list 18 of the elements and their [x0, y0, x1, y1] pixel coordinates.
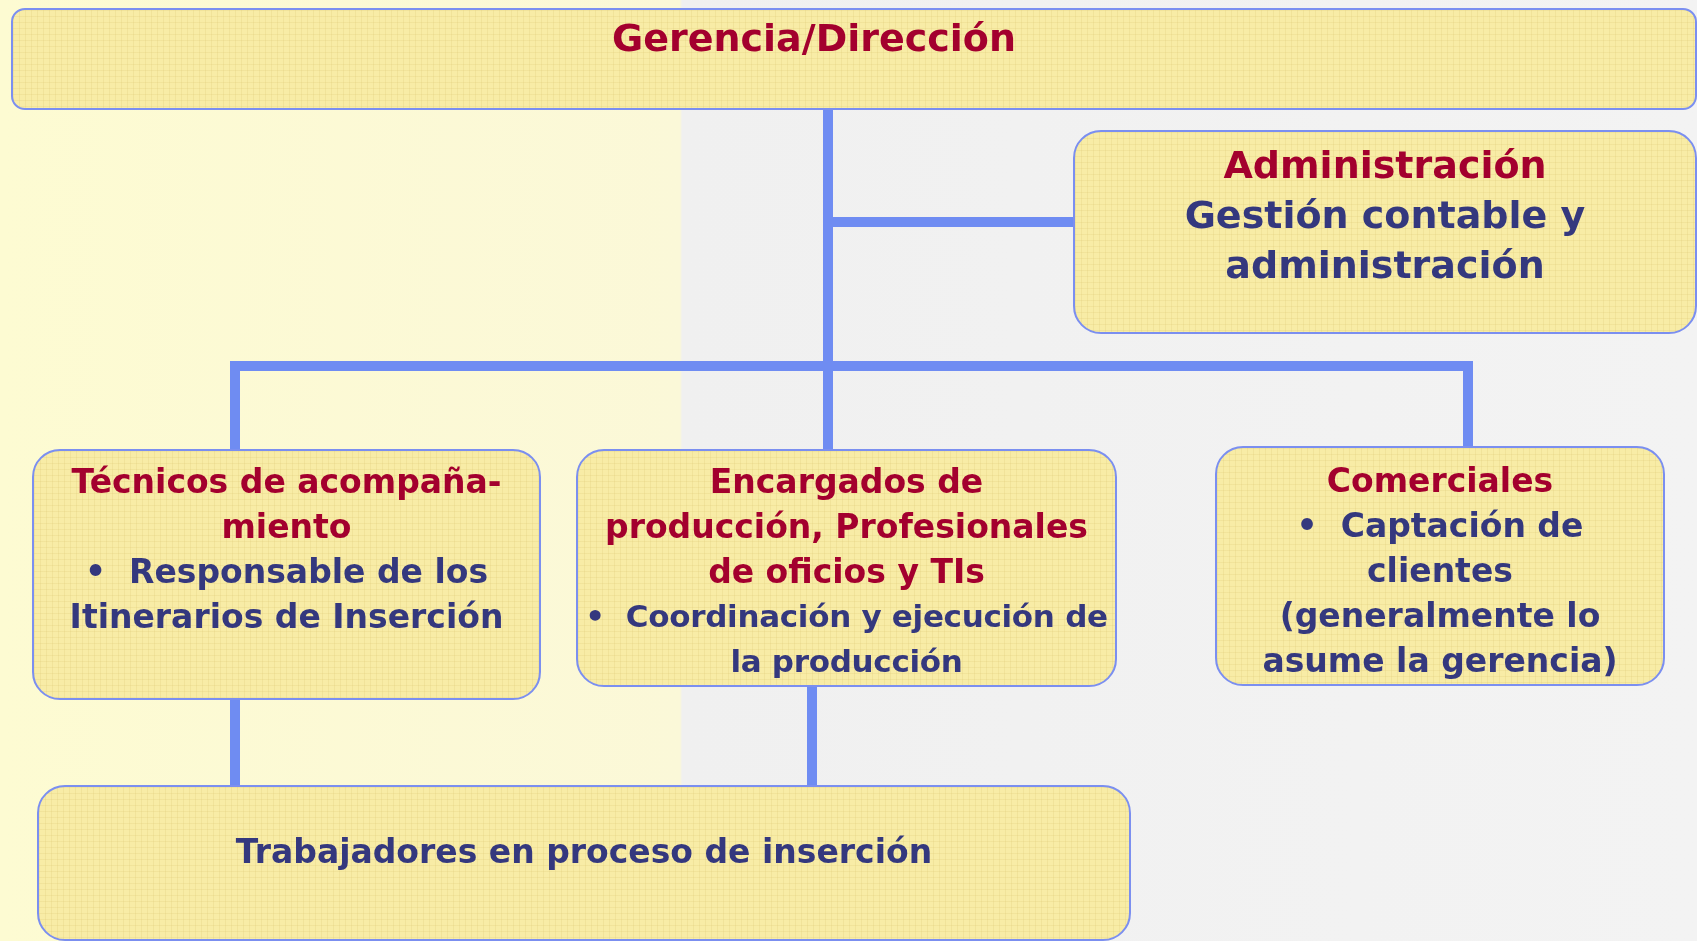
connector-line — [807, 687, 817, 785]
unit-title: Gerencia/Dirección — [612, 16, 1016, 61]
unit-description: • Responsable de los Itinerarios de Inserción — [68, 551, 505, 638]
org-unit-box — [576, 449, 1117, 687]
unit-title: Comerciales — [1326, 460, 1554, 502]
unit-description: Gestión contable y administración — [1183, 192, 1587, 289]
unit-description: • Captación de clientes (generalmente lo asume la gerencia) — [1261, 505, 1619, 682]
header-box — [11, 8, 1697, 110]
org-unit-box — [37, 785, 1131, 941]
connector-line — [230, 700, 240, 785]
org-unit-box — [1073, 130, 1697, 334]
unit-title: Técnicos de acompaña-miento — [70, 461, 503, 548]
unit-title: Encargados de producción, Profesionales de oficios y TIs — [604, 461, 1089, 593]
org-unit-box — [32, 449, 541, 700]
unit-title: Trabajadores en proceso de inserción — [235, 831, 933, 873]
unit-description: • Coordinación y ejecución de la producción — [584, 597, 1109, 681]
org-unit-box — [1215, 446, 1665, 686]
unit-title: Administración — [1223, 142, 1547, 189]
